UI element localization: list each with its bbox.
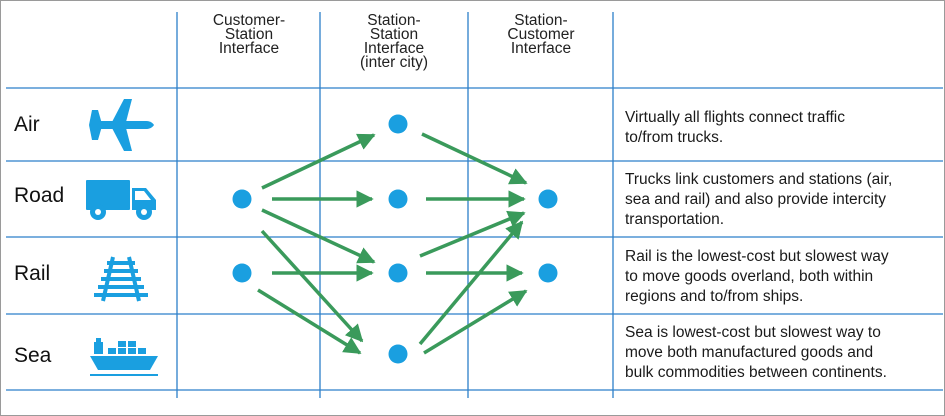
flow-arrows [257,132,528,355]
mode-label-rail: Rail [14,262,51,285]
customer-node-rail [232,263,252,283]
header-line: Station- [367,12,421,29]
mode-label-road: Road [14,184,65,207]
cargo-ship-icon [90,338,158,376]
flow-arrow [419,210,526,258]
header-line: Station [224,26,274,43]
header-line: Customer- [212,12,286,29]
description-line: Virtually all flights connect traffic [625,109,845,126]
description-rail: Rail is the lowest-cost but slowest way … [625,247,935,307]
flow-arrow [418,220,524,346]
description-line: to move goods overland, both within [625,268,874,285]
airplane-icon [89,99,154,151]
description-line: regions and to/from ships. [625,288,804,305]
description-line: move both manufactured goods and [625,344,874,361]
description-line: to/from trucks. [625,129,724,146]
description-line: Rail is the lowest-cost but slowest way [625,248,889,265]
header-line: Interface [218,40,280,57]
flow-arrow [261,208,376,264]
header-line: Customer [507,26,575,43]
destination-node-road [538,189,558,209]
description-sea: Sea is lowest-cost but slowest way to mo… [625,323,935,383]
header-customer-station: Customer- Station Interface [187,12,311,57]
header-line: Station- [514,12,568,29]
flow-arrow [421,132,528,185]
header-line: Interface [510,40,572,57]
header-station-customer: Station- Customer Interface [478,12,604,57]
description-air: Virtually all flights connect traffic to… [625,108,935,148]
description-line: bulk commodities between continents. [625,364,887,381]
truck-icon [86,180,156,220]
grid-lines [6,12,943,398]
description-line: Trucks link customers and stations (air, [625,171,893,188]
flow-arrow [260,229,364,343]
flow-arrow [257,288,362,355]
description-line: transportation. [625,211,725,228]
header-line: Interface [363,40,425,57]
station-node-rail [388,263,408,283]
flow-arrow [423,289,528,355]
flow-arrow [261,133,376,190]
station-node-air [388,114,408,134]
station-node-sea [388,344,408,364]
station-node-road [388,189,408,209]
mode-label-air: Air [14,113,40,136]
mode-label-sea: Sea [14,344,52,367]
railway-track-icon [94,256,148,302]
description-road: Trucks link customers and stations (air,… [625,170,935,230]
nodes [232,114,558,364]
description-line: sea and rail) and also provide intercity [625,191,887,208]
customer-node-road [232,189,252,209]
header-line: Station [369,26,419,43]
header-station-station: Station- Station Interface (inter city) [330,12,458,71]
header-line: (inter city) [359,54,429,71]
destination-node-rail [538,263,558,283]
description-line: Sea is lowest-cost but slowest way to [625,324,881,341]
